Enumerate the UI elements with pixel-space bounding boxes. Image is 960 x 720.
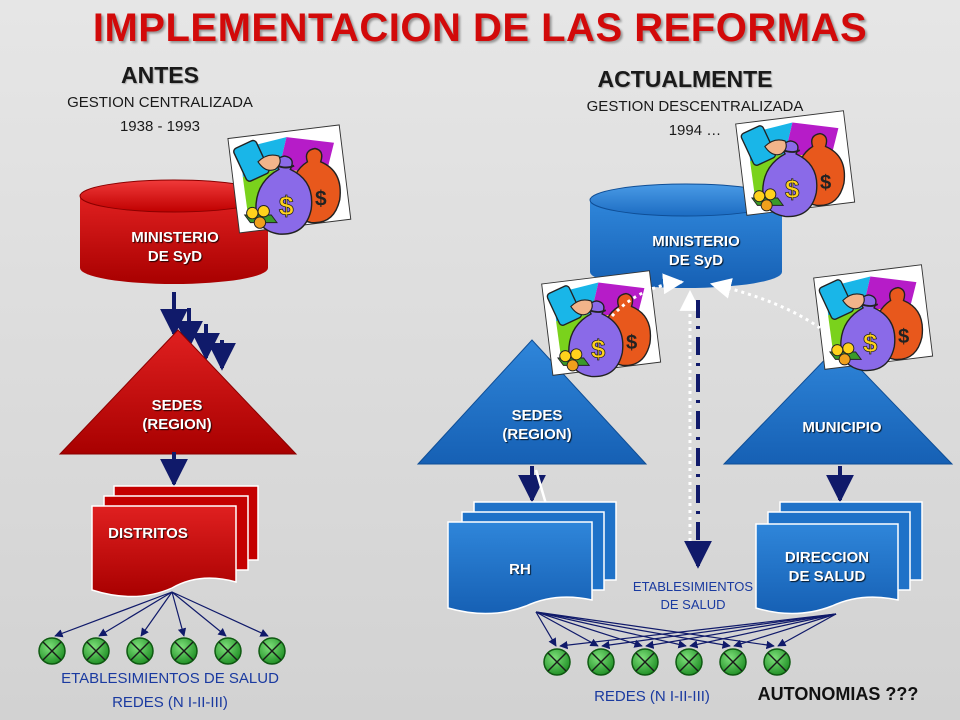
page-title: IMPLEMENTACION DE LAS REFORMAS	[92, 6, 868, 50]
sedes-label-right-line2: (REGION)	[502, 426, 572, 443]
sedes-label-left-line1: SEDES	[151, 397, 203, 414]
sedes-triangle-left	[58, 329, 298, 455]
sedes-label-right-line1: SEDES	[511, 407, 563, 424]
establishment-nodes-right	[543, 648, 791, 676]
direccion-label: DIRECCION DE SALUD	[752, 548, 902, 586]
ministry-label-right: MINISTERIO DE SyD	[606, 232, 786, 270]
establishment-node-icon	[719, 648, 747, 676]
municipio-triangle	[722, 345, 954, 465]
establishment-node-icon	[214, 637, 242, 665]
establishment-node-icon	[675, 648, 703, 676]
right-establishments-line1: ETABLESIMIENTOS	[632, 579, 754, 594]
establishment-node-icon	[82, 637, 110, 665]
rh-label: RH	[509, 561, 531, 578]
distritos-documents	[91, 485, 259, 598]
ministry-label-right-line1: MINISTERIO	[652, 233, 740, 250]
establishment-node-icon	[258, 637, 286, 665]
money-bags-icon	[812, 263, 934, 372]
right-heading: ACTUALMENTE	[597, 66, 773, 92]
municipio-label: MUNICIPIO	[802, 419, 882, 436]
left-period: 1938 - 1993	[119, 118, 201, 135]
left-networks-label: REDES (N I-II-III)	[112, 694, 228, 711]
left-establishments-label: ETABLESIMIENTOS DE SALUD	[61, 670, 279, 687]
distritos-label: DISTRITOS	[108, 525, 188, 542]
sedes-label-right: SEDES (REGION)	[452, 406, 622, 444]
sedes-label-left-line2: (REGION)	[142, 416, 212, 433]
right-period: 1994 …	[668, 122, 722, 139]
ministry-label-left-line2: DE SyD	[147, 248, 203, 265]
right-establishments-line2: DE SALUD	[660, 597, 726, 612]
establishment-node-icon	[38, 637, 66, 665]
autonomias-label: AUTONOMIAS ???	[757, 684, 919, 704]
ministry-label-right-line2: DE SyD	[668, 252, 724, 269]
direccion-label-line1: DIRECCION	[784, 549, 870, 566]
sedes-label-left: SEDES (REGION)	[92, 396, 262, 434]
sedes-triangle-right	[416, 339, 648, 465]
ministry-cylinder-left	[79, 179, 269, 284]
ministry-label-left: MINISTERIO DE SyD	[90, 228, 260, 266]
reporting-arrows	[610, 273, 821, 548]
direccion-documents	[755, 501, 923, 615]
establishment-node-icon	[543, 648, 571, 676]
left-heading: ANTES	[121, 62, 199, 88]
establishment-node-icon	[126, 637, 154, 665]
left-subheading: GESTION CENTRALIZADA	[67, 94, 253, 111]
right-networks-label: REDES (N I-II-III)	[594, 688, 710, 705]
money-bags-icon	[540, 269, 662, 378]
ministry-label-left-line1: MINISTERIO	[131, 229, 219, 246]
right-establishments-label: ETABLESIMIENTOS DE SALUD	[614, 578, 772, 614]
network-links-right	[535, 611, 837, 650]
distritos-links	[54, 591, 269, 638]
establishment-nodes-left	[38, 637, 286, 665]
establishment-node-icon	[170, 637, 198, 665]
funding-arrows-left	[160, 292, 236, 371]
direccion-label-line2: DE SALUD	[788, 568, 866, 585]
sedes-to-rh-white	[534, 469, 548, 505]
ministry-cylinder-right	[589, 183, 783, 288]
establishment-node-icon	[763, 648, 791, 676]
right-subheading: GESTION DESCENTRALIZADA	[586, 98, 804, 115]
establishment-node-icon	[587, 648, 615, 676]
rh-documents	[447, 501, 617, 615]
establishment-node-icon	[631, 648, 659, 676]
money-bags-icon	[226, 123, 352, 236]
